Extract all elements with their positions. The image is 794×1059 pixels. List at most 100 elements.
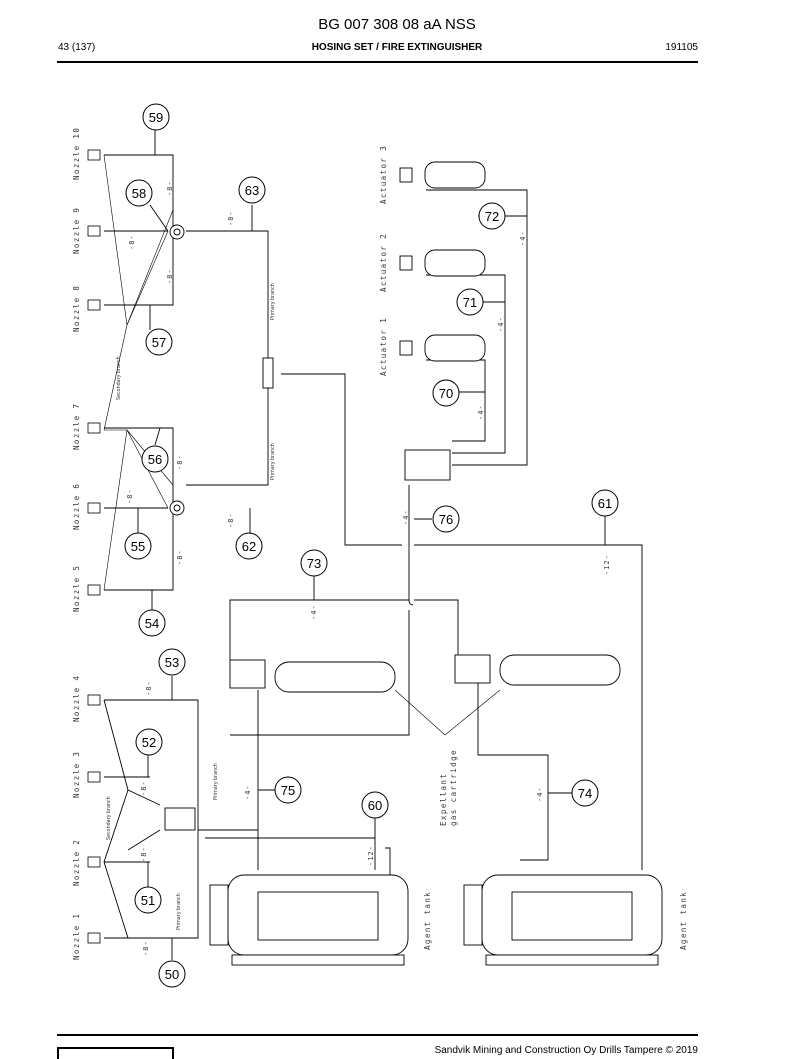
svg-text:61: 61 (598, 496, 612, 511)
svg-text:58: 58 (132, 186, 146, 201)
callout-52: 52 (135, 728, 163, 756)
callout-60: 60 (361, 791, 389, 819)
svg-text:60: 60 (368, 798, 382, 813)
svg-text:76: 76 (439, 512, 453, 527)
hose-size-label: -8- (166, 268, 174, 284)
document-code: BG 007 308 08 aA NSS (318, 16, 476, 33)
svg-text:52: 52 (142, 735, 156, 750)
callout-63: 63 (238, 176, 266, 204)
label-nozzle-8: Nozzle 8 (72, 285, 81, 332)
label-primary-branch-lower-left: Primary branch (176, 893, 182, 930)
document-date: 191105 (665, 42, 698, 53)
callout-50: 50 (158, 960, 186, 988)
hose-size-label: -4- (402, 509, 410, 525)
nozzle-fittings (87, 149, 101, 944)
callout-bubbles: 50 51 52 53 54 55 56 57 58 59 60 61 62 6… (124, 103, 619, 988)
footer-rule (57, 1034, 698, 1036)
callout-70: 70 (432, 379, 460, 407)
label-secondary-branch-lower: Secondary branch (106, 796, 112, 840)
svg-text:53: 53 (165, 655, 179, 670)
cartridge-label: Expellant gas cartridge (439, 749, 458, 826)
callout-73: 73 (300, 549, 328, 577)
svg-text:59: 59 (149, 110, 163, 125)
branch-labels: Primary branch Primary branch Secondary … (106, 283, 276, 930)
callout-54: 54 (138, 609, 166, 637)
page-title: HOSING SET / FIRE EXTINGUISHER (311, 42, 483, 53)
hose-size-label: -8- (166, 180, 174, 196)
label-nozzle-2: Nozzle 2 (72, 839, 81, 886)
hose-size-label: -8- (140, 846, 148, 862)
callout-62: 62 (235, 532, 263, 560)
label-nozzle-9: Nozzle 9 (72, 207, 81, 254)
label-primary-branch-middle: Primary branch (270, 443, 276, 480)
callout-59: 59 (142, 103, 170, 131)
cartridge-label-line-1: Expellant (439, 773, 448, 826)
svg-text:54: 54 (145, 616, 159, 631)
svg-text:51: 51 (141, 893, 155, 908)
hose-size-labels: -8- -8- -8- -8- -8- -8- -8- -8- -8- -8- … (126, 180, 611, 956)
svg-text:70: 70 (439, 386, 453, 401)
label-nozzle-10: Nozzle 10 (72, 127, 81, 180)
callout-72: 72 (478, 202, 506, 230)
hose-size-label: -8- (176, 454, 184, 470)
label-agent-tank-left: Agent tank (423, 891, 432, 950)
nozzle-labels: Nozzle 1 Nozzle 2 Nozzle 3 Nozzle 4 Nozz… (72, 127, 81, 960)
hose-size-label: -8- (227, 210, 235, 226)
hose-size-label: -8- (126, 488, 134, 504)
label-actuator-1: Actuator 1 (379, 317, 388, 376)
svg-text:62: 62 (242, 539, 256, 554)
callout-74: 74 (571, 779, 599, 807)
label-nozzle-3: Nozzle 3 (72, 751, 81, 798)
hose-lines (103, 128, 643, 939)
header-rule (57, 61, 698, 63)
svg-text:73: 73 (307, 556, 321, 571)
hose-size-label: -12- (603, 554, 611, 575)
svg-text:75: 75 (281, 783, 295, 798)
hose-size-label: -4- (310, 604, 318, 620)
callout-55: 55 (124, 532, 152, 560)
footer-copyright: Sandvik Mining and Construction Oy Drill… (434, 1045, 698, 1056)
callout-51: 51 (134, 886, 162, 914)
hose-size-label: -8- (140, 780, 148, 796)
agent-tanks (209, 874, 663, 966)
hose-size-label: -8- (128, 234, 136, 250)
callout-61: 61 (591, 489, 619, 517)
hose-size-label: -8- (227, 512, 235, 528)
hose-size-label: -4- (536, 786, 544, 802)
callout-75: 75 (274, 776, 302, 804)
hose-size-label: -8- (176, 549, 184, 565)
label-secondary-branch-upper: Secondary branch (116, 356, 122, 400)
callout-71: 71 (456, 288, 484, 316)
page-number: 43 (137) (58, 42, 96, 53)
hose-size-label: -4- (477, 404, 485, 420)
label-primary-branch-upper: Primary branch (270, 283, 276, 320)
svg-text:57: 57 (152, 335, 166, 350)
label-agent-tank-right: Agent tank (679, 891, 688, 950)
label-nozzle-5: Nozzle 5 (72, 565, 81, 612)
callout-57: 57 (145, 328, 173, 356)
actuator-labels: Actuator 1 Actuator 2 Actuator 3 (379, 145, 388, 376)
expellant-cartridges (229, 654, 621, 693)
tank-labels: Agent tank Agent tank (423, 891, 688, 950)
label-nozzle-1: Nozzle 1 (72, 913, 81, 960)
svg-text:56: 56 (148, 452, 162, 467)
callout-53: 53 (158, 648, 186, 676)
svg-text:55: 55 (131, 539, 145, 554)
hose-size-label: -8- (142, 940, 150, 956)
cartridge-label-line-2: gas cartridge (449, 749, 458, 826)
label-primary-branch-lower-right: Primary branch (213, 763, 219, 800)
callout-56: 56 (141, 445, 169, 473)
label-actuator-3: Actuator 3 (379, 145, 388, 204)
svg-text:74: 74 (578, 786, 592, 801)
hose-size-label: -4- (244, 784, 252, 800)
svg-text:63: 63 (245, 183, 259, 198)
hose-size-label: -4- (519, 230, 527, 246)
label-nozzle-4: Nozzle 4 (72, 675, 81, 722)
callout-76: 76 (432, 505, 460, 533)
label-nozzle-7: Nozzle 7 (72, 403, 81, 450)
label-nozzle-6: Nozzle 6 (72, 483, 81, 530)
hose-size-label: -12- (367, 845, 375, 866)
svg-text:71: 71 (463, 295, 477, 310)
svg-text:50: 50 (165, 967, 179, 982)
